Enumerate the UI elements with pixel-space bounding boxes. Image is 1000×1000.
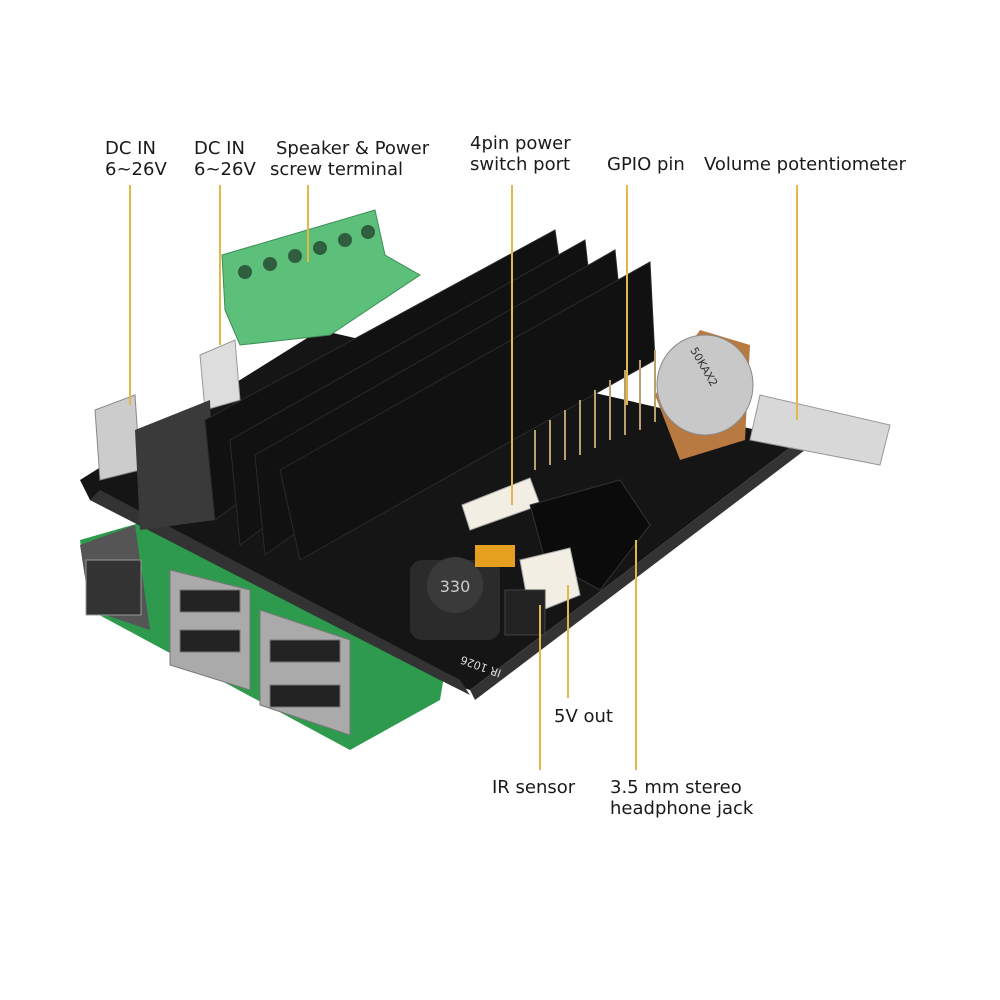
gpio-header <box>534 350 656 470</box>
usb-ports <box>169 569 351 736</box>
label-gpio-pin: GPIO pin <box>607 154 685 175</box>
inductor-marking: 330 <box>440 577 471 596</box>
raspberry-pi-board <box>80 520 450 750</box>
label-line: DC IN <box>194 138 245 159</box>
label-line: headphone jack <box>610 798 754 819</box>
label-line: DC IN <box>105 138 156 159</box>
label-line: 5V out <box>554 706 613 727</box>
label-line: switch port <box>470 154 571 175</box>
label-volume-pot: Volume potentiometer <box>704 154 906 175</box>
label-speaker-terminal: Speaker & Power screw terminal <box>270 138 429 180</box>
label-dc-in-1: DC IN 6~26V <box>105 138 167 180</box>
label-ir-sensor: IR sensor <box>492 777 575 798</box>
volume-potentiometer: 50KAX2 <box>655 330 891 466</box>
label-power-switch-port: 4pin power switch port <box>470 133 571 175</box>
label-line: 3.5 mm stereo <box>610 777 742 798</box>
label-line: GPIO pin <box>607 154 685 175</box>
label-line: screw terminal <box>270 159 403 180</box>
label-line: Speaker & Power <box>276 138 430 159</box>
screw-terminal <box>221 209 421 346</box>
label-5v-out: 5V out <box>554 706 613 727</box>
callout-lines <box>129 185 798 770</box>
heatsink <box>204 229 656 561</box>
label-line: 4pin power <box>470 133 571 154</box>
label-line: Volume potentiometer <box>704 154 906 175</box>
amplifier-hat-board: 330 IR 1026 50KAX2 <box>80 209 891 700</box>
label-line: 6~26V <box>194 159 256 180</box>
label-headphone-jack: 3.5 mm stereo headphone jack <box>610 777 753 819</box>
label-dc-in-2: DC IN 6~26V <box>194 138 256 180</box>
label-line: IR sensor <box>492 777 576 798</box>
label-line: 6~26V <box>105 159 167 180</box>
inductor: 330 <box>410 557 500 640</box>
